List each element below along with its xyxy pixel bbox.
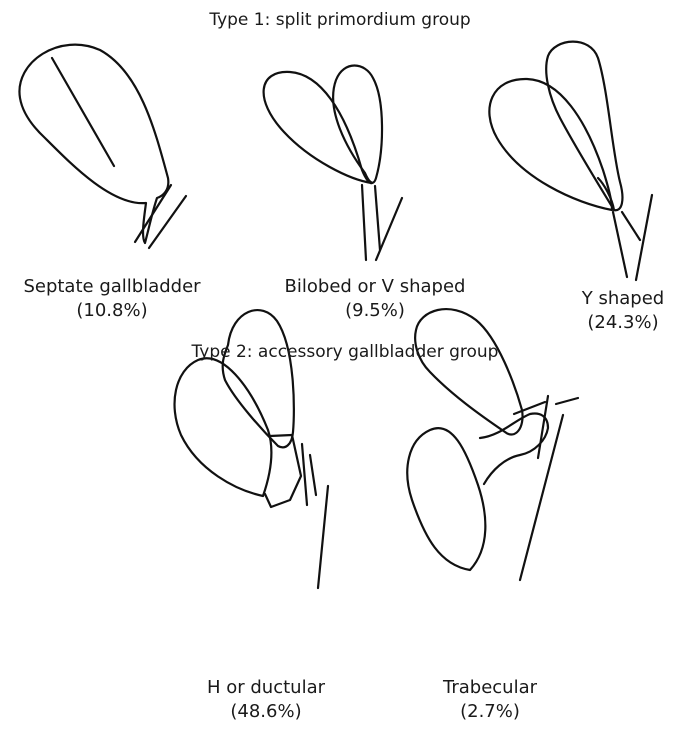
caption-y-shaped: Y shaped (24.3%) [582, 287, 664, 335]
caption-septate-name: Septate gallbladder [23, 275, 200, 299]
duct-line-right [318, 486, 328, 588]
bilobed-gallbladder-drawing [264, 66, 402, 261]
h-ductular-upper-lobe [223, 310, 294, 447]
type2-heading: Type 2: accessory gallbladder group [192, 342, 499, 362]
trabecular-lower-lobe [407, 428, 485, 570]
septate-gallbladder-outline [19, 45, 168, 243]
duct-line-right [376, 198, 402, 260]
septate-gallbladder-drawing [19, 45, 186, 248]
trabecular-upper-lobe [415, 309, 522, 434]
y-shaped-gallbladder-drawing [489, 42, 652, 280]
duct-line-left [302, 444, 307, 505]
bilobed-right-lobe [333, 66, 382, 183]
caption-h-ductular-percent: (48.6%) [207, 700, 325, 724]
bilobed-left-lobe [264, 72, 372, 183]
septum-line [52, 58, 114, 166]
duct-line-left [514, 402, 545, 414]
duct-line-right [556, 398, 578, 404]
duct-line-left [362, 185, 366, 260]
caption-h-ductular: H or ductular (48.6%) [207, 676, 325, 724]
caption-bilobed-percent: (9.5%) [285, 299, 466, 323]
duct-line-mid [375, 186, 380, 250]
trabecular-connector [480, 414, 548, 484]
duct-line-mid [622, 212, 640, 240]
duct-line-left [613, 212, 627, 277]
caption-y-shaped-percent: (24.3%) [582, 311, 664, 335]
caption-septate-percent: (10.8%) [23, 299, 200, 323]
duct-line-left [135, 185, 171, 242]
duct-line-mid [310, 455, 316, 495]
caption-trabecular-percent: (2.7%) [443, 700, 537, 724]
caption-y-shaped-name: Y shaped [582, 287, 664, 311]
caption-bilobed: Bilobed or V shaped (9.5%) [285, 275, 466, 323]
caption-trabecular-name: Trabecular [443, 676, 537, 700]
caption-trabecular: Trabecular (2.7%) [443, 676, 537, 724]
caption-h-ductular-name: H or ductular [207, 676, 325, 700]
caption-septate: Septate gallbladder (10.8%) [23, 275, 200, 323]
caption-bilobed-name: Bilobed or V shaped [285, 275, 466, 299]
h-ductular-lower-lobe [175, 358, 272, 496]
